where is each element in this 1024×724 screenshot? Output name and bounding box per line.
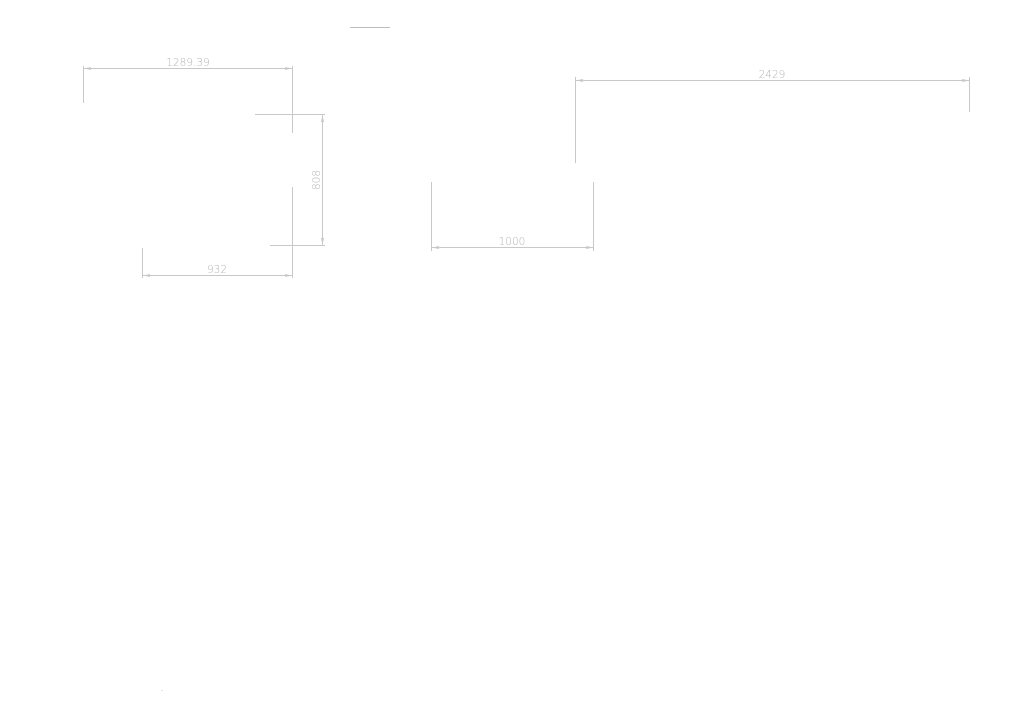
arrowhead-right: [962, 79, 969, 82]
arrowhead-right: [586, 246, 593, 249]
arrowhead-left: [432, 246, 439, 249]
dimension-value: 932: [207, 264, 227, 276]
dimension-value: 1289.39: [166, 57, 209, 69]
dimension-value: 2429: [759, 69, 786, 81]
arrowhead-left: [84, 67, 91, 70]
dimension-1000[interactable]: 1000: [431, 182, 594, 251]
dimension-808[interactable]: 808: [255, 114, 325, 246]
arrowhead-right: [285, 67, 292, 70]
dimension-1289[interactable]: 1289.39: [83, 57, 293, 133]
dimension-932[interactable]: 932: [142, 187, 293, 278]
stray-mark: [161, 690, 163, 691]
arrowhead-left: [143, 274, 150, 277]
arrowhead-top: [321, 115, 324, 122]
dimension-value: 808: [311, 170, 323, 190]
arrowhead-bottom: [321, 238, 324, 245]
arrowhead-right: [285, 274, 292, 277]
dimension-2429[interactable]: 2429: [575, 69, 970, 163]
arrowhead-left: [576, 79, 583, 82]
dimension-value: 1000: [499, 236, 526, 248]
